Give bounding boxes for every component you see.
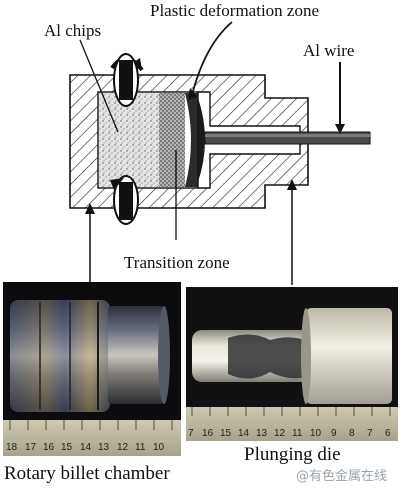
label-transition-zone: Transition zone [124, 253, 230, 272]
ruler-number: 12 [274, 428, 286, 439]
al-wire-highlight [205, 134, 370, 137]
ruler-number: 11 [135, 442, 146, 453]
ruler-number: 9 [331, 428, 337, 439]
leader-chips [79, 39, 119, 133]
photo-plunging-die: 7 16 15 14 13 12 11 10 9 8 7 6 [186, 287, 398, 441]
ruler-number: 16 [43, 442, 55, 453]
die-face [198, 98, 205, 182]
ruler-number: 14 [238, 428, 250, 439]
transition-zone-region [159, 93, 185, 187]
al-wire [204, 131, 371, 145]
ruler-ticks [9, 420, 173, 430]
label-al-chips: Al chips [44, 21, 101, 40]
ruler-numbers: 18 17 16 15 14 13 12 11 10 [6, 442, 165, 453]
ruler-number: 8 [349, 428, 355, 439]
leader-plastic-zone [191, 21, 233, 96]
ruler-number: 13 [256, 428, 268, 439]
ruler-number: 15 [61, 442, 73, 453]
ruler-number: 14 [80, 442, 92, 453]
ruler-number: 7 [188, 428, 194, 439]
ruler [3, 420, 181, 456]
curved-rotation-arrow-icon [110, 175, 139, 225]
label-plastic-deformation-zone: Plastic deformation zone [150, 1, 319, 20]
label-al-wire: Al wire [303, 41, 354, 60]
ruler-number: 18 [6, 442, 18, 453]
photo-rotary-billet-chamber: 18 17 16 15 14 13 12 11 10 [3, 282, 181, 456]
plunging-die-head [306, 308, 392, 404]
caption-rotary-billet-chamber: Rotary billet chamber [4, 463, 170, 484]
curved-rotation-arrow-icon [110, 53, 144, 107]
ruler-numbers: 7 16 15 14 13 12 11 10 9 8 7 6 [188, 428, 391, 439]
schematic: Plastic deformation zone Al chips Al wir… [44, 1, 371, 285]
ruler-number: 12 [117, 442, 129, 453]
billet-chamber-neck [108, 306, 164, 404]
ruler [186, 407, 398, 441]
ruler-number: 15 [220, 428, 232, 439]
up-arrow-icon [85, 203, 95, 282]
up-arrow-icon [287, 179, 297, 285]
plastic-deformation-zone-region [185, 93, 198, 187]
ruler-number: 6 [385, 428, 391, 439]
ruler-number: 10 [310, 428, 322, 439]
aluminium-residue [228, 334, 310, 379]
ruler-number: 17 [25, 442, 37, 453]
ruler-number: 7 [367, 428, 373, 439]
ruler-ticks [191, 407, 391, 416]
caption-plunging-die: Plunging die [244, 444, 341, 465]
ruler-number: 11 [292, 428, 303, 439]
ruler-number: 13 [98, 442, 110, 453]
watermark: @有色金属在线 [296, 468, 387, 484]
ruler-number: 10 [153, 442, 165, 453]
ruler-number: 16 [202, 428, 214, 439]
